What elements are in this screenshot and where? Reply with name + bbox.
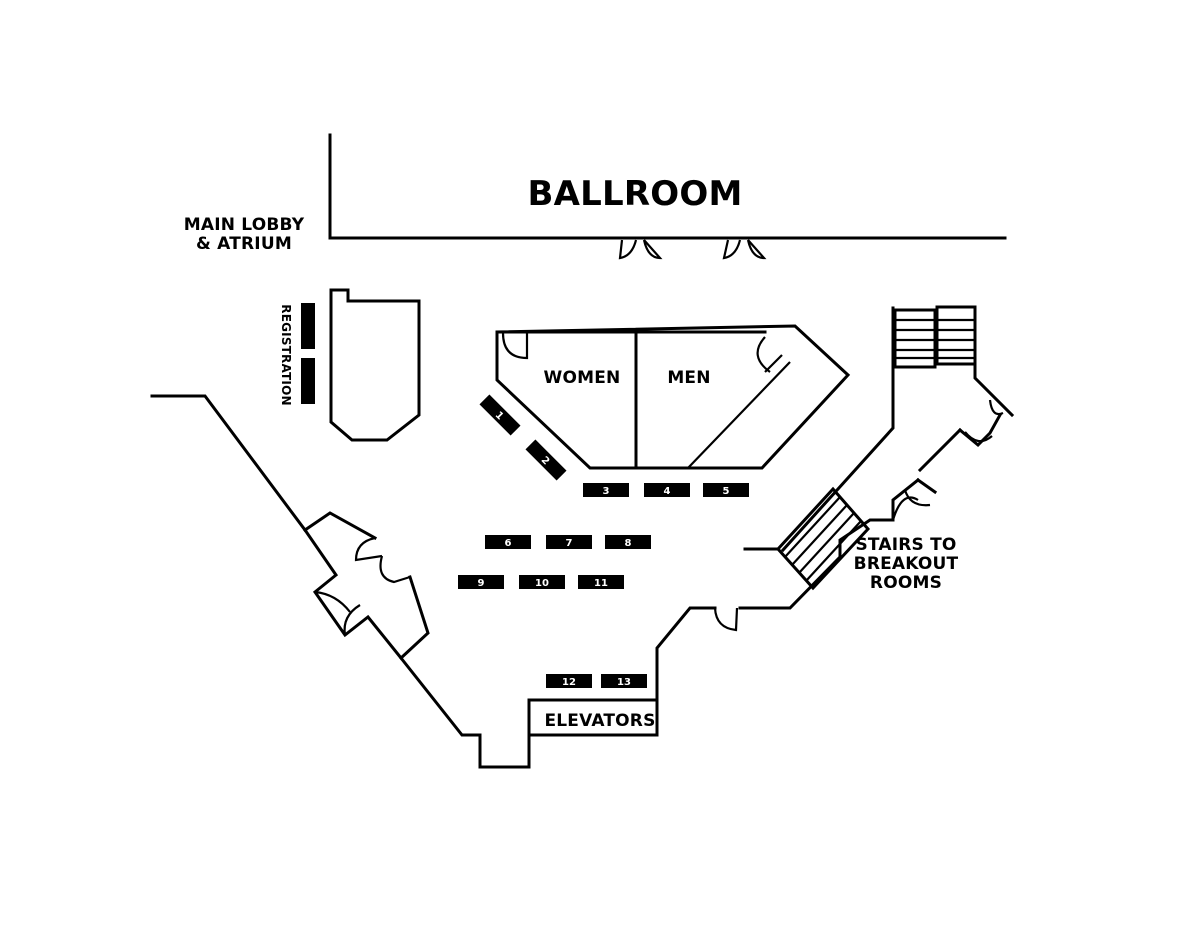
- elevators-label: ELEVATORS: [544, 711, 655, 731]
- svg-text:8: 8: [625, 538, 632, 549]
- booth-13[interactable]: 13: [601, 674, 647, 688]
- breakout-stairs: [775, 486, 871, 591]
- ballroom-wall: [328, 133, 1007, 240]
- upper-stairs: [893, 305, 977, 369]
- restrooms: [495, 324, 851, 470]
- booth-1[interactable]: 1: [479, 394, 521, 436]
- ballroom-label: BALLROOM: [528, 174, 743, 214]
- lobby-label-line2: & ATRIUM: [196, 234, 292, 254]
- men-label: MEN: [667, 368, 710, 388]
- ballroom-door-right: [722, 239, 767, 260]
- stairs-label-line1: STAIRS TO: [855, 535, 956, 555]
- registration-room: [329, 288, 421, 442]
- svg-text:13: 13: [617, 677, 631, 688]
- women-label: WOMEN: [544, 368, 621, 388]
- ballroom-door-left: [618, 239, 663, 260]
- svg-text:9: 9: [478, 578, 485, 589]
- lobby-label-line1: MAIN LOBBY: [184, 215, 305, 235]
- booth-2[interactable]: 2: [525, 439, 567, 481]
- booth-3[interactable]: 3: [583, 483, 629, 497]
- booth-9[interactable]: 9: [458, 575, 504, 589]
- stairs-label-line2: BREAKOUT: [854, 554, 959, 574]
- booth-11[interactable]: 11: [578, 575, 624, 589]
- booth-10[interactable]: 10: [519, 575, 565, 589]
- svg-text:12: 12: [562, 677, 576, 688]
- booth-4[interactable]: 4: [644, 483, 690, 497]
- registration-desks: [301, 303, 315, 404]
- svg-text:10: 10: [535, 578, 549, 589]
- booth-8[interactable]: 8: [605, 535, 651, 549]
- svg-text:3: 3: [603, 486, 610, 497]
- booth-7[interactable]: 7: [546, 535, 592, 549]
- elevators-box: [527, 698, 659, 737]
- svg-text:7: 7: [566, 538, 573, 549]
- svg-text:4: 4: [664, 486, 671, 497]
- svg-text:6: 6: [505, 538, 512, 549]
- left-vestibule: [302, 511, 430, 661]
- svg-text:11: 11: [594, 578, 608, 589]
- booth-6[interactable]: 6: [485, 535, 531, 549]
- svg-text:5: 5: [723, 486, 730, 497]
- stairs-label-line3: ROOMS: [870, 573, 942, 593]
- registration-label: REGISTRATION: [279, 304, 293, 405]
- booth-5[interactable]: 5: [703, 483, 749, 497]
- lower-door: [713, 607, 739, 632]
- booth-12[interactable]: 12: [546, 674, 592, 688]
